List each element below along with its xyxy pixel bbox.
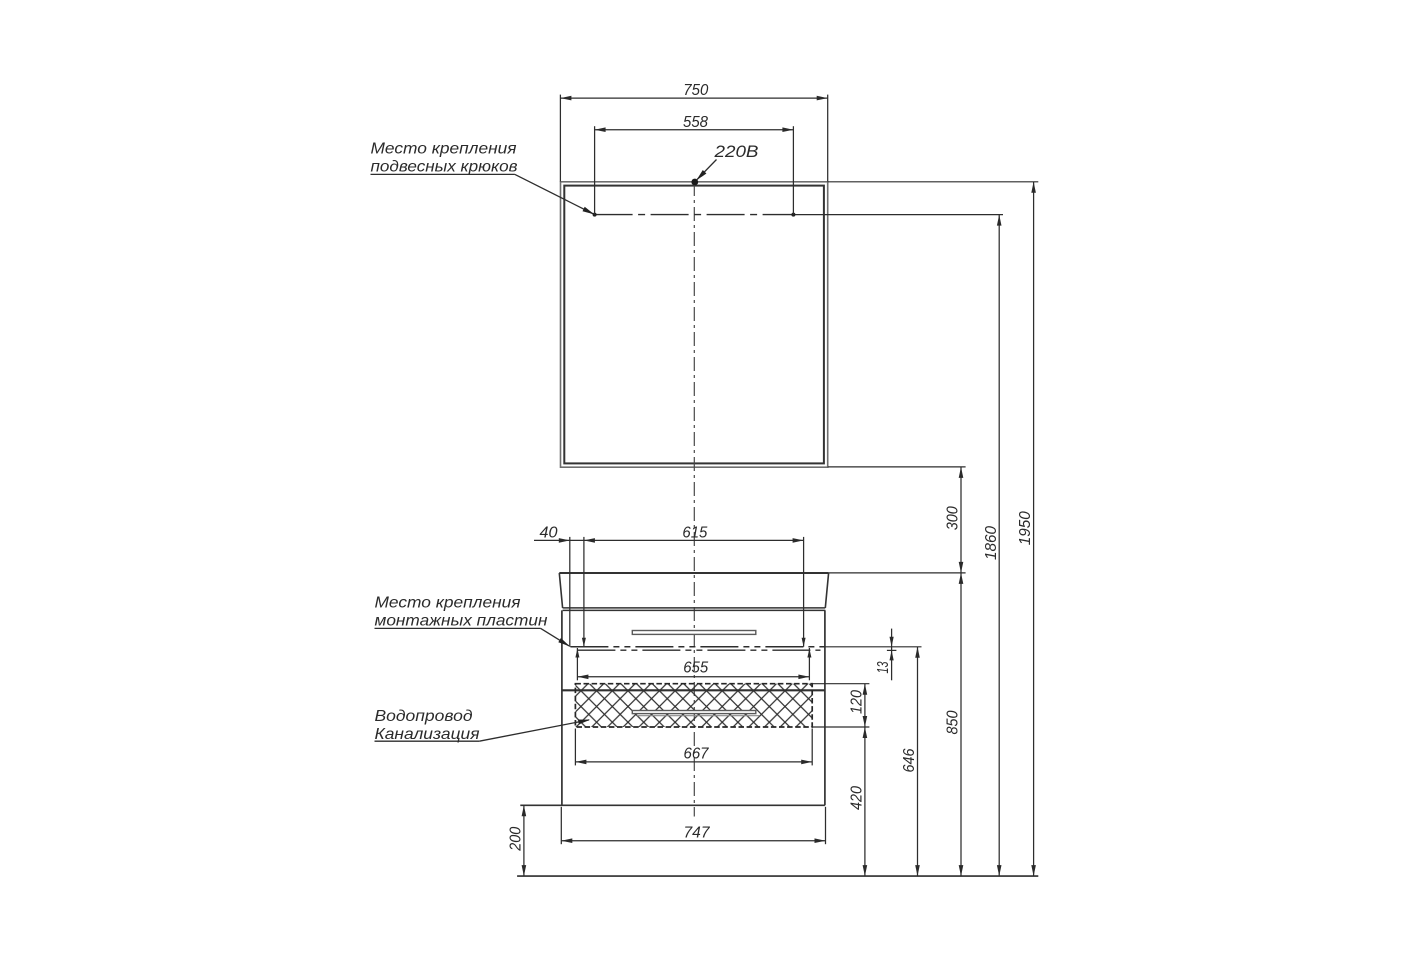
svg-text:13: 13 — [875, 661, 892, 673]
svg-text:40: 40 — [540, 524, 558, 541]
svg-text:558: 558 — [683, 114, 708, 131]
svg-text:1860: 1860 — [983, 526, 1000, 560]
svg-text:подвесных крюков: подвесных крюков — [371, 158, 518, 175]
svg-text:Канализация: Канализация — [375, 726, 480, 743]
svg-text:750: 750 — [683, 82, 708, 99]
svg-text:200: 200 — [508, 827, 525, 852]
svg-text:655: 655 — [683, 660, 708, 677]
svg-text:Место крепления: Место крепления — [375, 595, 521, 612]
svg-text:646: 646 — [901, 748, 918, 772]
svg-text:220В: 220В — [713, 142, 758, 161]
svg-text:300: 300 — [945, 506, 962, 530]
svg-text:Водопровод: Водопровод — [375, 708, 473, 725]
svg-text:420: 420 — [849, 786, 866, 810]
svg-text:615: 615 — [682, 524, 707, 541]
svg-text:1950: 1950 — [1017, 511, 1034, 545]
svg-text:монтажных пластин: монтажных пластин — [375, 613, 548, 630]
svg-text:120: 120 — [849, 690, 866, 714]
svg-text:667: 667 — [684, 745, 710, 762]
svg-text:747: 747 — [684, 825, 711, 842]
svg-text:Место крепления: Место крепления — [371, 141, 517, 158]
svg-text:850: 850 — [945, 710, 962, 734]
